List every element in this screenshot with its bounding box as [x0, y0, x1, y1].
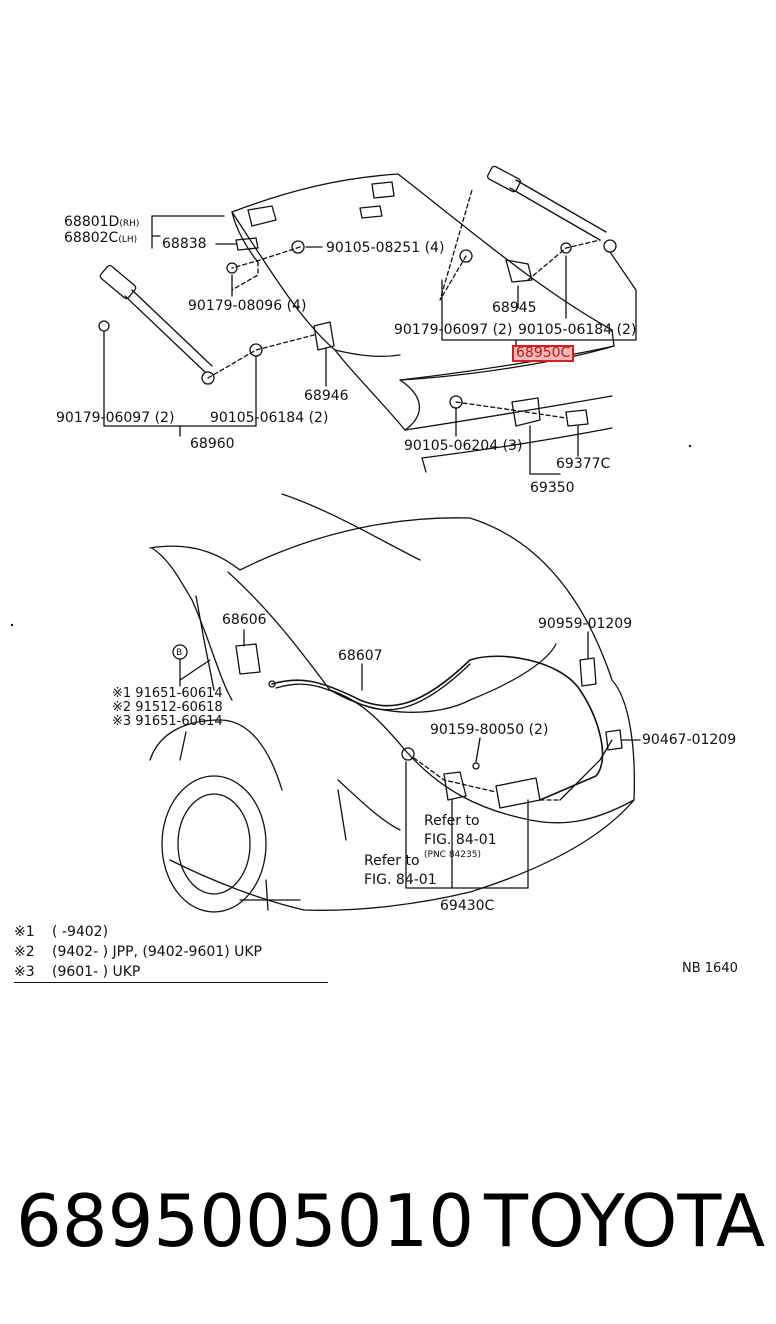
- part-number: 6895005010: [16, 1179, 475, 1263]
- release-cable: [271, 655, 604, 801]
- callout-68802C: 68802C(LH): [64, 230, 138, 246]
- callout-90159-80050: 90159-80050 (2): [430, 722, 549, 738]
- footnote-2: ※2(9402- ) JPP, (9402-9601) UKP: [14, 944, 262, 960]
- footnote-1: ※1( -9402): [14, 924, 109, 940]
- callout-68946: 68946: [304, 388, 349, 404]
- callout-68607: 68607: [338, 648, 383, 664]
- car-body-outline: [149, 517, 635, 911]
- callout-91651-60614-b: ※3 91651-60614: [112, 714, 223, 729]
- callout-68838: 68838: [162, 236, 207, 252]
- callout-68945: 68945: [492, 300, 537, 316]
- callout-90179-06097-right: 90179-06097 (2): [394, 322, 513, 338]
- callout-90105-08251: 90105-08251 (4): [326, 240, 445, 256]
- figure-code: NB 1640: [682, 961, 738, 976]
- gas-strut-right: [509, 179, 607, 241]
- callout-B: B: [176, 648, 183, 658]
- gas-strut-left: [124, 289, 213, 373]
- callout-91512-60618: ※2 91512-60618: [112, 700, 223, 715]
- refer-to-fig-84-01-b[interactable]: Refer to FIG. 84-01: [364, 853, 437, 888]
- callout-69377C: 69377C: [556, 456, 611, 472]
- callout-91651-60614-a: ※1 91651-60614: [112, 686, 223, 701]
- callout-68606: 68606: [222, 612, 267, 628]
- brand-name: TOYOTA: [484, 1179, 766, 1263]
- callout-68960: 68960: [190, 436, 235, 452]
- callout-69350: 69350: [530, 480, 575, 496]
- refer-to-fig-84-01-a[interactable]: Refer to FIG. 84-01 (PNC 84235): [424, 813, 497, 860]
- callout-90179-06097-left: 90179-06097 (2): [56, 410, 175, 426]
- footnote-3: ※3(9601- ) UKP: [14, 962, 328, 983]
- callout-90959-01209: 90959-01209: [538, 616, 633, 632]
- callout-68950C-highlighted[interactable]: 68950C: [512, 345, 575, 362]
- callout-68801D: 68801D(RH): [64, 214, 140, 230]
- callout-90179-08096: 90179-08096 (4): [188, 298, 307, 314]
- caption: 6895005010 TOYOTA: [0, 1178, 776, 1268]
- callout-90105-06204: 90105-06204 (3): [404, 438, 523, 454]
- callout-90105-06184-right: 90105-06184 (2): [518, 322, 637, 338]
- footnotes: ※1( -9402) ※2(9402- ) JPP, (9402-9601) U…: [14, 922, 328, 983]
- callout-69430C: 69430C: [440, 898, 495, 914]
- parts-diagram: [10, 165, 692, 913]
- callout-90467-01209: 90467-01209: [642, 732, 737, 748]
- callout-90105-06184-left: 90105-06184 (2): [210, 410, 329, 426]
